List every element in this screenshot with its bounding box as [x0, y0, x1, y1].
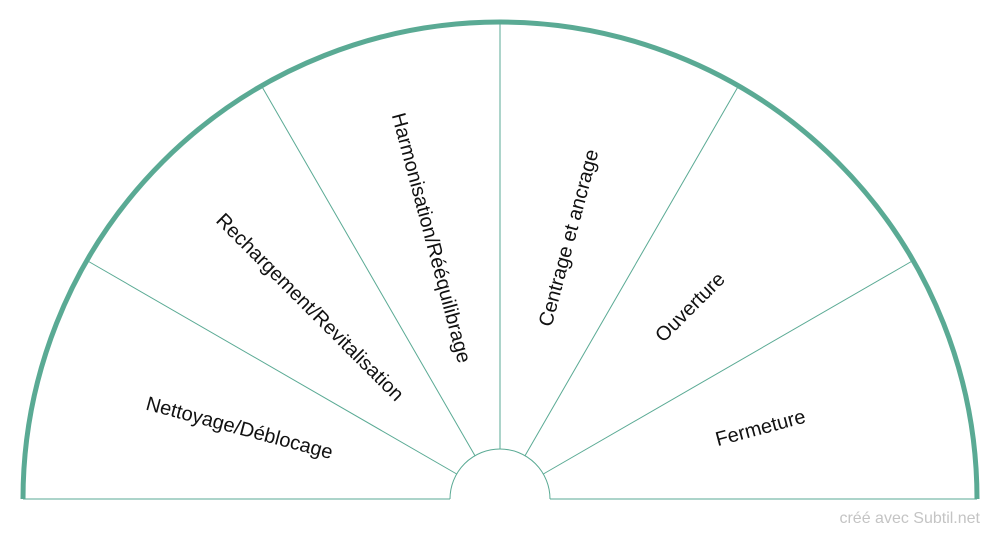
- sector-divider: [86, 260, 457, 475]
- sector-divider: [524, 85, 739, 456]
- center-hub: [449, 448, 551, 500]
- sector-divider: [261, 85, 476, 456]
- footer-credit: créé avec Subtil.net: [839, 510, 980, 527]
- sector-divider: [543, 260, 914, 475]
- sector-label: Harmonisation/Rééquilibrage: [387, 111, 475, 366]
- outer-arc: [20, 19, 980, 500]
- sector-dividers: [86, 22, 914, 475]
- sector-label: Ouverture: [651, 268, 729, 346]
- sector-label: Nettoyage/Déblocage: [144, 393, 335, 464]
- sector-labels: Nettoyage/DéblocageRechargement/Revitali…: [144, 111, 808, 464]
- sector-label: Rechargement/Revitalisation: [211, 209, 407, 405]
- sector-label: Centrage et ancrage: [535, 147, 603, 329]
- sector-label: Fermeture: [713, 406, 808, 451]
